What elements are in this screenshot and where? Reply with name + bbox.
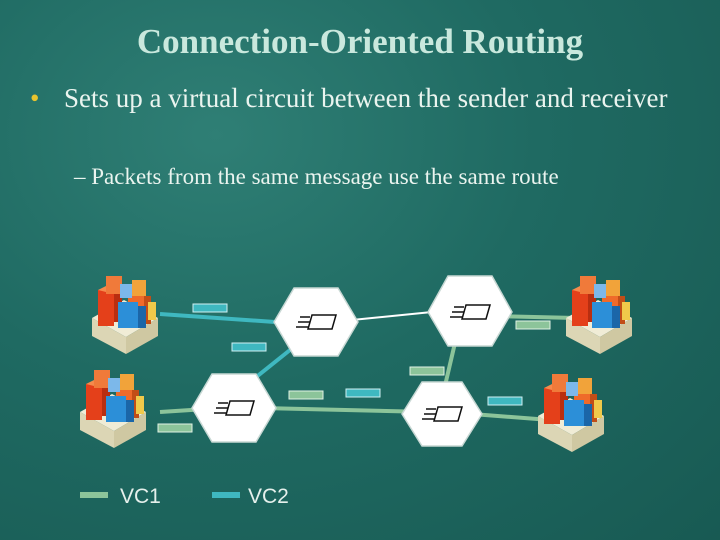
building-cluster-icon: [92, 276, 158, 354]
router-hexagon-icon: [191, 373, 277, 443]
vc2-packet-bars: [192, 303, 523, 406]
bullet-2-text: – Packets from the same message use the …: [74, 164, 559, 189]
router-hexagon-icon: [273, 287, 359, 357]
vc1-packet-bars: [157, 320, 551, 433]
legend-vc1-swatch: [80, 492, 108, 498]
legend-vc2-swatch: [212, 492, 240, 498]
building-cluster-icon: [80, 370, 146, 448]
bullet-dot-icon: •: [30, 83, 40, 113]
router-hexagon-icon: [427, 275, 513, 347]
building-cluster-icon: [538, 374, 604, 452]
legend-vc1-label: VC1: [120, 485, 161, 508]
router-hexagon-icon: [401, 381, 483, 447]
legend-vc2-label: VC2: [248, 485, 289, 508]
slide-title: Connection-Oriented Routing: [136, 22, 584, 61]
building-cluster-icon: [566, 276, 632, 354]
bullet-1-text: Sets up a virtual circuit between the se…: [64, 83, 668, 113]
